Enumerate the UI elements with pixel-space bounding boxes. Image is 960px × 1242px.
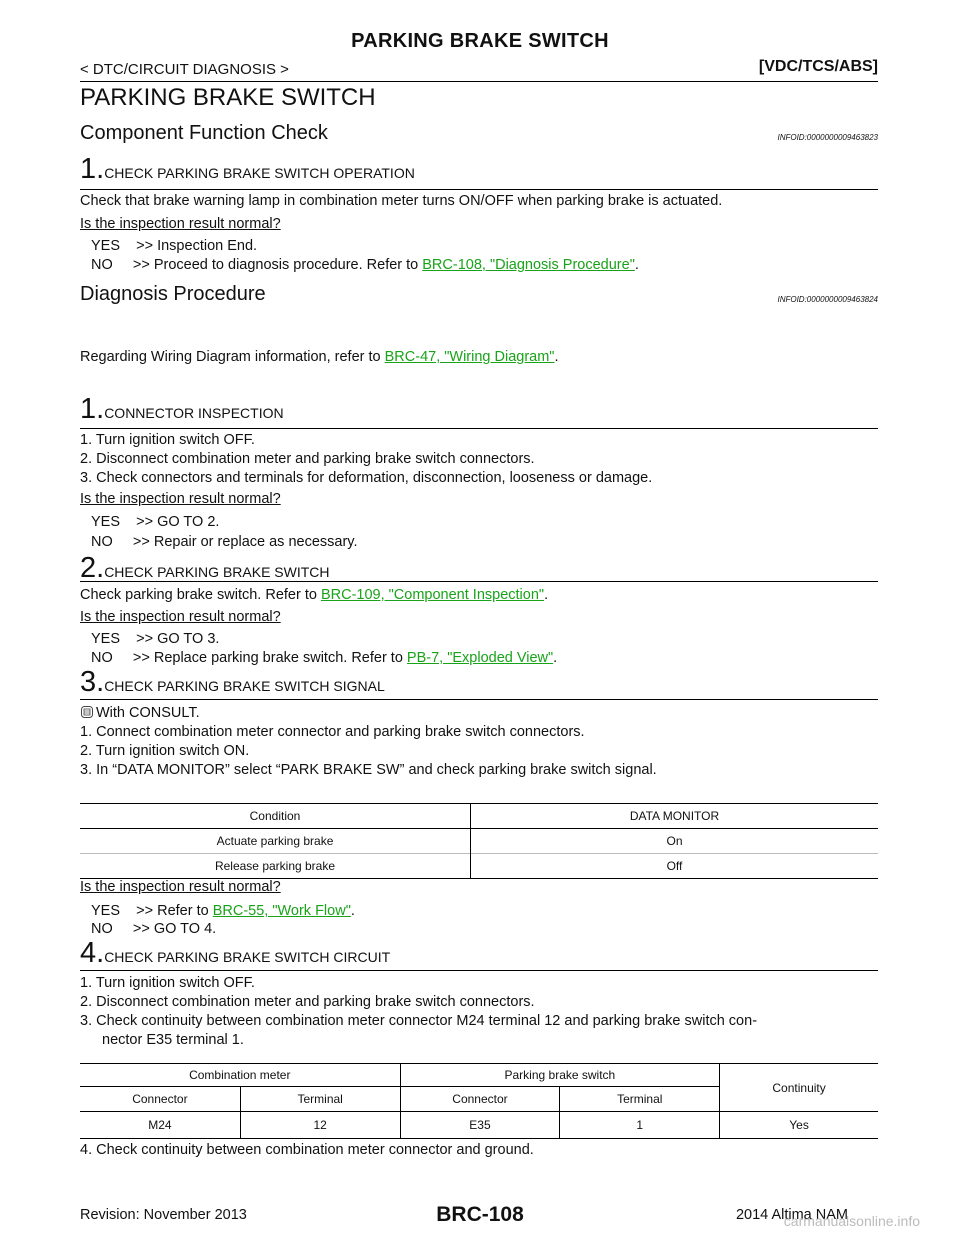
answer-yes: YES >> GO TO 3. [91,631,220,647]
table-cell: 12 [240,1111,401,1139]
model-label: 2014 Altima NAM [735,1207,848,1223]
table-header: Terminal [559,1086,721,1112]
link-diagnosis-procedure[interactable]: BRC-108, "Diagnosis Procedure" [422,257,635,273]
step-heading: 1.CHECK PARKING BRAKE SWITCH OPERATION [80,153,415,185]
table-header: Continuity [719,1063,878,1112]
answer-no: NO >> Replace parking brake switch. Refe… [91,650,558,666]
step-text: Check parking brake switch. Refer to BRC… [80,587,549,603]
answer-no: NO >> Repair or replace as necessary. [91,534,358,550]
step-text: Check that brake warning lamp in combina… [80,193,723,209]
running-title: PARKING BRAKE SWITCH [351,30,609,52]
step-heading: 2.CHECK PARKING BRAKE SWITCH [80,552,330,584]
list-item: 1. Turn ignition switch OFF. [80,432,255,448]
system-label: [VDC/TCS/ABS] [758,58,878,75]
table-cell: Actuate parking brake [80,828,471,854]
link-exploded-view[interactable]: PB-7, "Exploded View" [406,650,554,666]
table-header: Terminal [240,1086,401,1112]
step-rule [80,189,878,190]
list-item-continued: nector E35 terminal 1. [102,1032,244,1048]
info-id-cfc: INFOID:0000000009463823 [777,133,878,142]
revision-date: Revision: November 2013 [80,1207,247,1223]
list-item: 3. In “DATA MONITOR” select “PARK BRAKE … [80,762,657,778]
table-cell: Off [666,859,683,873]
table-cell: E35 [400,1111,561,1139]
page-number: BRC-108 [436,1203,524,1226]
table-header: Connector [80,1086,241,1112]
table-cell: On [666,834,683,848]
info-id-dp: INFOID:0000000009463824 [777,295,878,304]
table-cell: Yes [789,1118,809,1132]
answer-yes: YES >> GO TO 2. [91,514,220,530]
link-component-inspection[interactable]: BRC-109, "Component Inspection" [320,587,545,603]
consult-note: With CONSULT. [80,705,200,723]
table-header: Condition [80,803,471,829]
list-item: 3. Check connectors and terminals for de… [80,470,653,486]
table-cell: 1 [559,1111,721,1139]
link-wiring-diagram[interactable]: BRC-47, "Wiring Diagram" [384,349,555,365]
header-rule [80,81,878,82]
step-heading: 4.CHECK PARKING BRAKE SWITCH CIRCUIT [80,937,391,969]
answer-no: NO >> GO TO 4. [91,921,217,937]
inspection-question: Is the inspection result normal? [80,879,281,895]
section-heading-cfc: Component Function Check [80,122,328,144]
list-item: 3. Check continuity between combination … [80,1013,758,1029]
answer-yes: YES >> Refer to BRC-55, "Work Flow". [91,903,355,919]
page-title: PARKING BRAKE SWITCH [80,84,376,111]
watermark: carmanualsonline.info [783,1213,920,1229]
section-heading-dp: Diagnosis Procedure [80,283,266,305]
section-label: < DTC/CIRCUIT DIAGNOSIS > [80,61,289,78]
list-item: 1. Turn ignition switch OFF. [80,975,255,991]
list-item: 1. Connect combination meter connector a… [80,724,585,740]
table-cell: M24 [80,1111,241,1139]
step-rule [80,970,878,971]
table-header: Combination meter [80,1063,401,1087]
table-header: DATA MONITOR [629,809,720,823]
table-header: Connector [400,1086,561,1112]
list-item: 4. Check continuity between combination … [80,1142,534,1158]
link-work-flow[interactable]: BRC-55, "Work Flow" [212,903,351,919]
table-cell: Release parking brake [80,853,471,879]
table-header: Parking brake switch [400,1063,721,1087]
list-item: 2. Turn ignition switch ON. [80,743,250,759]
step-rule [80,699,878,700]
inspection-question: Is the inspection result normal? [80,216,281,232]
step-heading: 3.CHECK PARKING BRAKE SWITCH SIGNAL [80,666,385,698]
step-rule [80,428,878,429]
list-item: 2. Disconnect combination meter and park… [80,994,535,1010]
inspection-question: Is the inspection result normal? [80,491,281,507]
continuity-table: Combination meter Parking brake switch C… [80,1063,878,1139]
answer-yes: YES >> Inspection End. [91,238,258,254]
answer-no: NO >> Proceed to diagnosis procedure. Re… [91,257,639,273]
data-monitor-table: Condition DATA MONITOR Actuate parking b… [80,803,878,879]
step-rule [80,581,878,582]
step-heading: 1.CONNECTOR INSPECTION [80,393,284,425]
list-item: 2. Disconnect combination meter and park… [80,451,535,467]
wiring-note: Regarding Wiring Diagram information, re… [80,349,559,365]
consult-icon [80,705,94,723]
inspection-question: Is the inspection result normal? [80,609,281,625]
